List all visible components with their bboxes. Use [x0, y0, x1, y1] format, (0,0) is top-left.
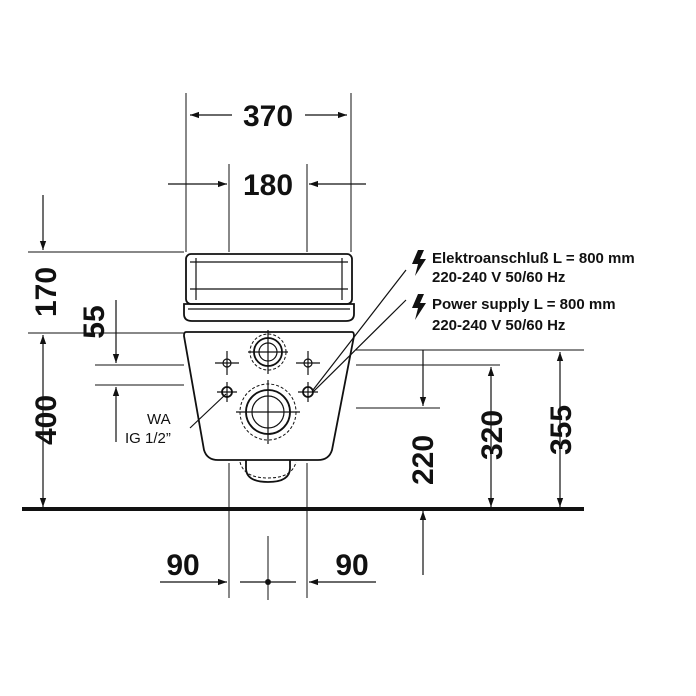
power-line-1: Power supply L = 800 mm	[432, 296, 616, 313]
dim-label-90-left: 90	[166, 549, 199, 582]
lightning-bolt-icon	[412, 250, 426, 276]
fixing-hole-bottom-left	[217, 382, 237, 402]
elektro-line-1: Elektroanschluß L = 800 mm	[432, 250, 635, 267]
dim-offsets: 90 90	[160, 463, 376, 600]
dim-mount-height: 400	[30, 335, 63, 507]
seat-ring	[183, 303, 355, 322]
bowl-body	[183, 331, 355, 461]
dim-label-370: 370	[243, 100, 293, 133]
dim-width-inner: 180	[168, 164, 366, 252]
elektro-line-2: 220-240 V 50/60 Hz	[432, 269, 565, 286]
dim-label-55: 55	[78, 305, 111, 338]
dim-lid-offset: 55	[78, 300, 184, 442]
dim-width-total: 370	[185, 93, 352, 252]
electrical-note-de: Elektroanschluß L = 800 mm 220-240 V 50/…	[412, 250, 635, 286]
dim-label-320: 320	[476, 410, 509, 460]
toilet-front-view	[183, 253, 355, 483]
fixing-hole-top-left	[215, 351, 239, 375]
wa-callout: WA IG 1/2”	[125, 393, 227, 447]
outlet-spigot	[245, 460, 291, 483]
dim-label-355: 355	[545, 405, 578, 455]
dim-label-180: 180	[243, 169, 293, 202]
dim-label-220: 220	[407, 435, 440, 485]
dim-top-height: 355	[545, 352, 578, 507]
dim-outlet-height: 320	[476, 367, 509, 507]
electrical-leader-2	[312, 299, 407, 393]
dim-label-90-right: 90	[335, 549, 368, 582]
lightning-bolt-icon	[412, 294, 426, 320]
wa-label: WA	[147, 411, 171, 428]
power-line-2: 220-240 V 50/60 Hz	[432, 317, 565, 334]
electrical-leader-1	[312, 269, 407, 391]
dim-label-400: 400	[30, 395, 63, 445]
electrical-note-en: Power supply L = 800 mm 220-240 V 50/60 …	[412, 294, 616, 334]
fixing-hole-bottom-right	[298, 382, 318, 402]
dim-seat-height: 170	[28, 195, 184, 334]
dim-label-170: 170	[30, 267, 63, 317]
fixing-hole-top-right	[296, 351, 320, 375]
dim-conn-height: 220	[356, 349, 584, 575]
wa-thread-label: IG 1/2”	[125, 430, 171, 447]
